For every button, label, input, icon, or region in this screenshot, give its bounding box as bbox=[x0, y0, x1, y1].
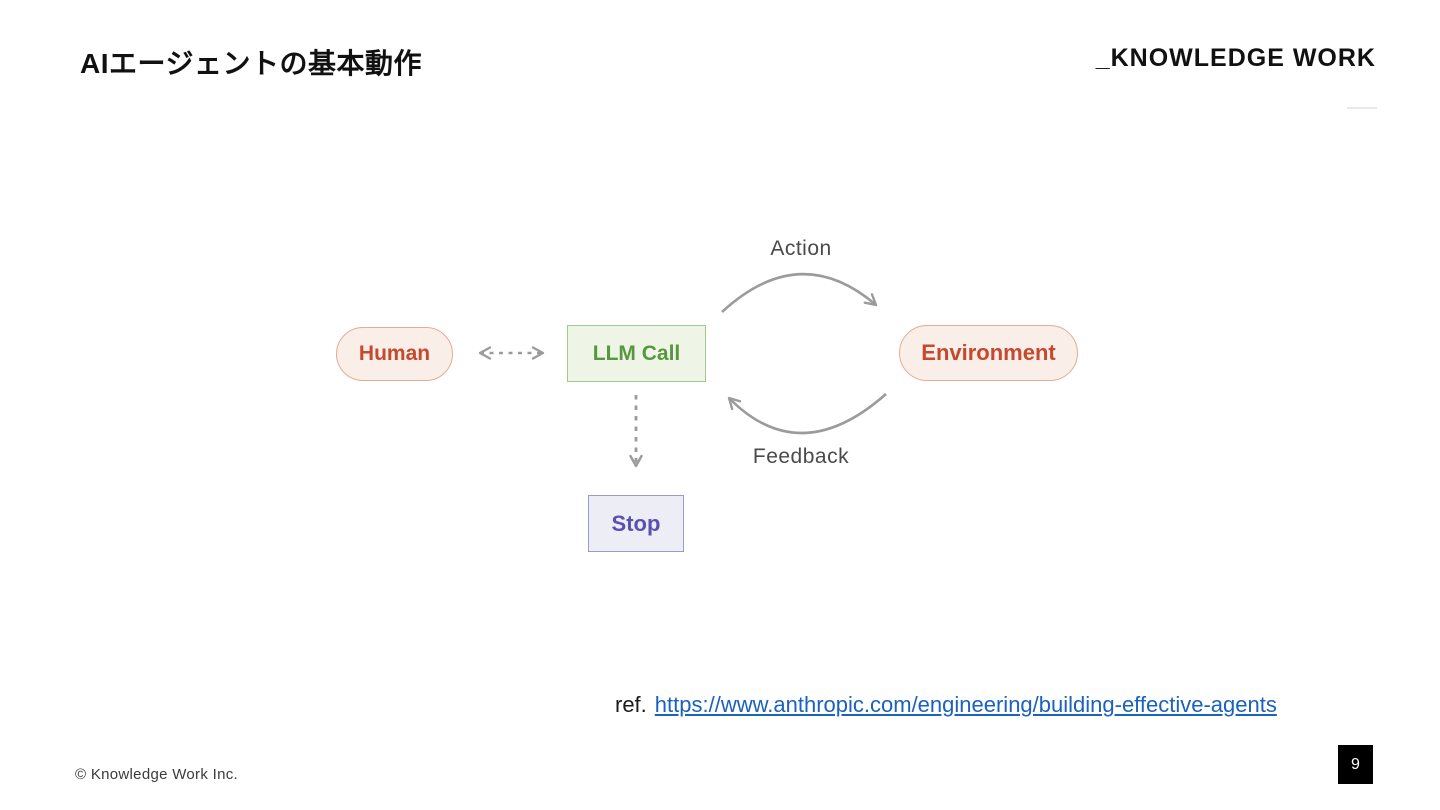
stop-node-label: Stop bbox=[611, 510, 661, 536]
page-number-value: 9 bbox=[1351, 755, 1360, 773]
feedback-edge-label: Feedback bbox=[752, 445, 850, 468]
reference-prefix: ref. bbox=[615, 692, 647, 717]
llm-call-node-label: LLM Call bbox=[592, 341, 681, 365]
decorative-dash bbox=[1347, 107, 1377, 109]
environment-node-label: Environment bbox=[921, 340, 1056, 365]
reference-line: ref. https://www.anthropic.com/engineerin… bbox=[615, 692, 1277, 718]
page-title: AIエージェントの基本動作 bbox=[80, 48, 422, 79]
llm-call-node: LLM Call bbox=[567, 325, 706, 382]
human-node: Human bbox=[336, 327, 453, 381]
feedback-arrow bbox=[727, 393, 887, 435]
human-node-label: Human bbox=[358, 342, 431, 365]
environment-node: Environment bbox=[899, 325, 1078, 381]
page-number-badge: 9 bbox=[1338, 745, 1373, 784]
action-edge-label: Action bbox=[770, 237, 832, 260]
stop-node: Stop bbox=[588, 495, 684, 552]
action-arrow bbox=[721, 272, 878, 313]
knowledge-work-logo: _KNOWLEDGE WORK bbox=[1095, 44, 1376, 72]
reference-link[interactable]: https://www.anthropic.com/engineering/bu… bbox=[654, 692, 1277, 717]
copyright-text: © Knowledge Work Inc. bbox=[75, 766, 238, 783]
